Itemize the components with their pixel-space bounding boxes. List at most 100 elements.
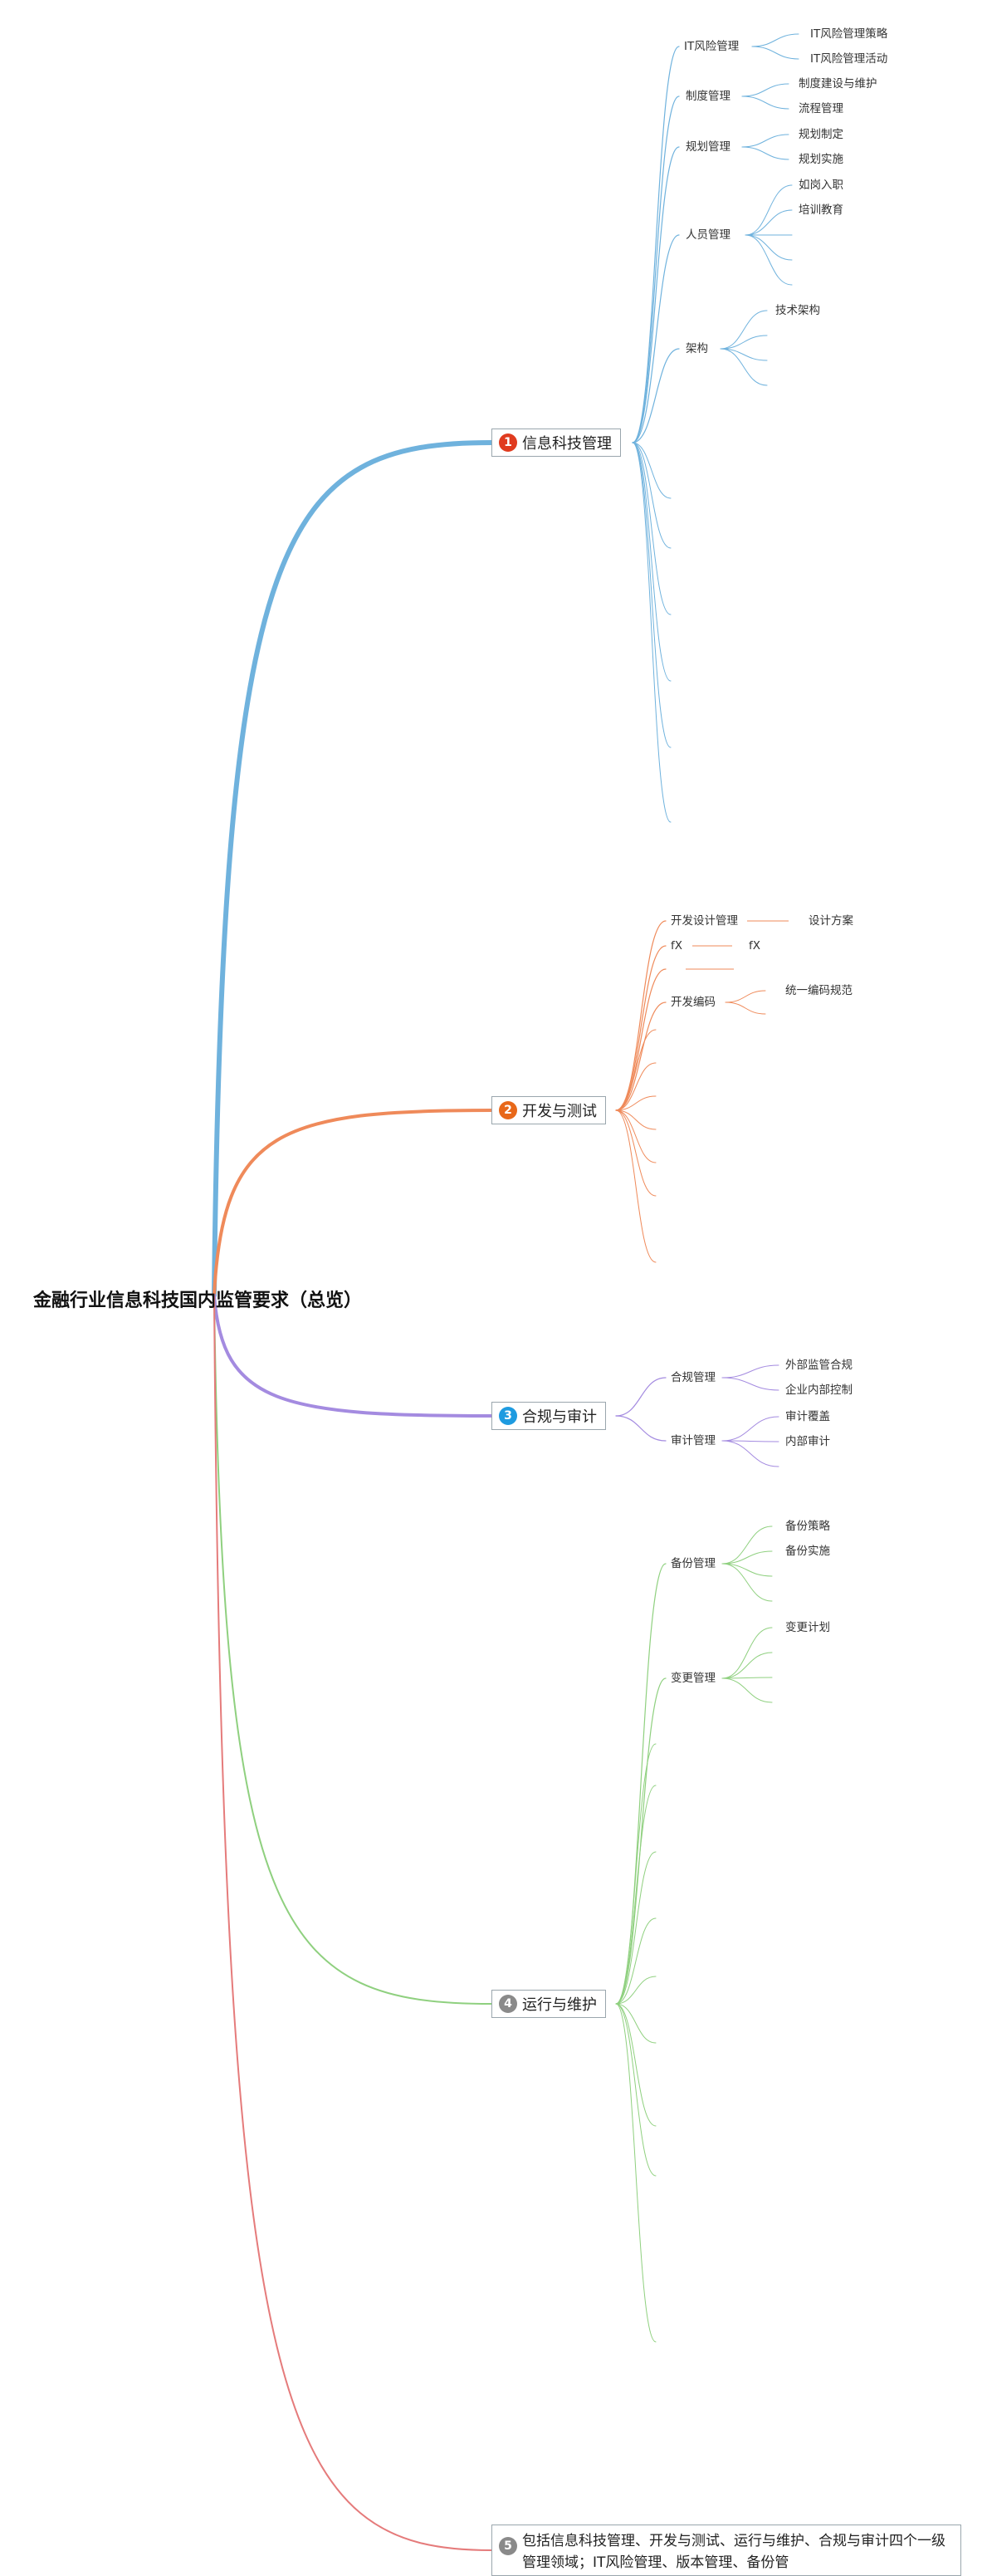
subtopic-dev-coding[interactable]: 开发编码 (671, 996, 716, 1009)
branch-leaf (745, 209, 793, 236)
branch-leaf (751, 46, 799, 60)
branch-empty-subtopic (615, 1095, 657, 1111)
priority-3-badge: 3 (499, 1407, 517, 1425)
branch-leaf (745, 234, 793, 286)
branch-topic-2 (213, 1109, 493, 1297)
branch-leaf (721, 1563, 773, 1577)
branch-leaf (721, 1652, 773, 1679)
root-topic[interactable]: 金融行业信息科技国内监管要求（总览） (33, 1290, 363, 1311)
branch-leaf (720, 310, 768, 350)
branch-leaf (721, 1377, 779, 1391)
branch-leaf (725, 1002, 766, 1015)
leaf-external-compliance[interactable]: 外部监管合规 (785, 1359, 853, 1372)
leaf-technical-architecture[interactable]: 技术架构 (775, 304, 820, 317)
leaf-audit-coverage[interactable]: 审计覆盖 (785, 1410, 830, 1423)
subtopic-planning-management[interactable]: 规划管理 (686, 140, 730, 154)
leaf-fx[interactable]: fX (749, 939, 761, 953)
leaf-onboarding[interactable]: 如岗入职 (799, 179, 843, 192)
leaf-training[interactable]: 培训教育 (799, 203, 843, 217)
branch-topic-3 (213, 1294, 493, 1418)
branch-leaf (721, 1677, 773, 1703)
branch-empty-subtopic (615, 1109, 657, 1263)
branch-leaf (741, 134, 789, 148)
branch-empty-subtopic (615, 1062, 657, 1111)
branch-leaf (725, 990, 766, 1003)
branch-empty-subtopic (632, 442, 672, 499)
leaf-plan-implementation[interactable]: 规划实施 (799, 153, 843, 166)
branch-topic-5 (213, 1295, 492, 2551)
topic-label: 包括信息科技管理、开发与测试、运行与维护、合规与审计四个一级管理领域；IT风险管… (522, 2533, 945, 2571)
branch-subtopic (632, 348, 680, 443)
leaf-internal-audit[interactable]: 内部审计 (785, 1435, 830, 1448)
subtopic-architecture[interactable]: 架构 (686, 342, 708, 355)
branch-subtopic (615, 1377, 667, 1417)
leaf-process-management[interactable]: 流程管理 (799, 102, 843, 115)
subtopic-dev-design-management[interactable]: 开发设计管理 (671, 914, 738, 928)
subtopic-policy-management[interactable]: 制度管理 (686, 90, 730, 103)
leaf-it-risk-activities[interactable]: IT风险管理活动 (810, 52, 888, 66)
branch-empty-subtopic (632, 442, 672, 682)
branch-empty-subtopic (615, 2003, 657, 2177)
leaf-policy-build-maintain[interactable]: 制度建设与维护 (799, 77, 877, 91)
topic-label: 合规与审计 (522, 1408, 597, 1426)
branch-leaf (741, 83, 789, 97)
topic-development-testing[interactable]: 2 开发与测试 (491, 1096, 606, 1124)
topic-label: 运行与维护 (522, 1996, 597, 2014)
subtopic-audit-management[interactable]: 审计管理 (671, 1434, 716, 1447)
branch-leaf (741, 146, 789, 160)
branch-subtopic (632, 146, 680, 443)
branch-leaf (721, 1364, 779, 1379)
branch-subtopic (632, 95, 680, 443)
branch-topic-4 (213, 1295, 492, 2005)
branch-topic-1 (212, 440, 494, 1298)
branch-leaf (721, 1563, 773, 1602)
subtopic-it-risk-management[interactable]: IT风险管理 (684, 40, 740, 53)
topic-summary-note[interactable]: 5 包括信息科技管理、开发与测试、运行与维护、合规与审计四个一级管理领域；IT风… (491, 2525, 961, 2576)
subtopic-fx[interactable]: fX (671, 939, 683, 953)
topic-operations-maintenance[interactable]: 4 运行与维护 (491, 1990, 606, 2018)
branch-leaf (721, 1440, 779, 1442)
subtopic-change-management[interactable]: 变更管理 (671, 1672, 716, 1685)
branch-leaf (721, 1440, 779, 1467)
branch-subtopic (632, 46, 680, 443)
subtopic-compliance-management[interactable]: 合规管理 (671, 1371, 716, 1384)
topic-information-tech-management[interactable]: 1 信息科技管理 (491, 429, 621, 457)
topic-label: 信息科技管理 (522, 435, 612, 453)
branch-subtopic (632, 234, 680, 443)
branch-leaf (720, 348, 768, 386)
branch-leaf (745, 184, 793, 236)
leaf-change-plan[interactable]: 变更计划 (785, 1621, 830, 1634)
leaf-backup-implementation[interactable]: 备份实施 (785, 1545, 830, 1558)
branch-subtopic (615, 1415, 667, 1442)
priority-1-badge: 1 (499, 433, 517, 452)
branch-empty-subtopic (615, 1109, 657, 1163)
branch-empty-subtopic (615, 2003, 657, 2127)
branch-leaf (745, 234, 793, 261)
branch-empty-subtopic (615, 1917, 657, 2005)
branch-leaf (721, 1526, 773, 1565)
branch-leaf (751, 33, 799, 47)
branch-empty-subtopic (615, 1851, 657, 2005)
branch-leaf (721, 1677, 773, 1679)
priority-2-badge: 2 (499, 1101, 517, 1119)
branch-empty-subtopic (615, 1976, 657, 2005)
leaf-unified-coding-standard[interactable]: 统一编码规范 (785, 984, 853, 997)
branch-subtopic (615, 920, 667, 1111)
branch-empty-subtopic (632, 442, 672, 748)
leaf-design-plan[interactable]: 设计方案 (809, 914, 853, 928)
branch-empty-subtopic (615, 1029, 657, 1111)
topic-compliance-audit[interactable]: 3 合规与审计 (491, 1402, 606, 1430)
topic-label: 开发与测试 (522, 1103, 597, 1120)
priority-5-badge: 5 (499, 2537, 517, 2555)
leaf-plan-formulation[interactable]: 规划制定 (799, 128, 843, 141)
branch-leaf (721, 1416, 779, 1442)
leaf-it-risk-strategy[interactable]: IT风险管理策略 (810, 27, 888, 41)
leaf-backup-strategy[interactable]: 备份策略 (785, 1520, 830, 1533)
branch-leaf (720, 348, 768, 361)
branch-empty-subtopic (632, 442, 672, 823)
branch-empty-subtopic (615, 2003, 657, 2044)
subtopic-personnel-management[interactable]: 人员管理 (686, 228, 730, 242)
leaf-internal-control[interactable]: 企业内部控制 (785, 1383, 853, 1397)
subtopic-backup-management[interactable]: 备份管理 (671, 1557, 716, 1570)
